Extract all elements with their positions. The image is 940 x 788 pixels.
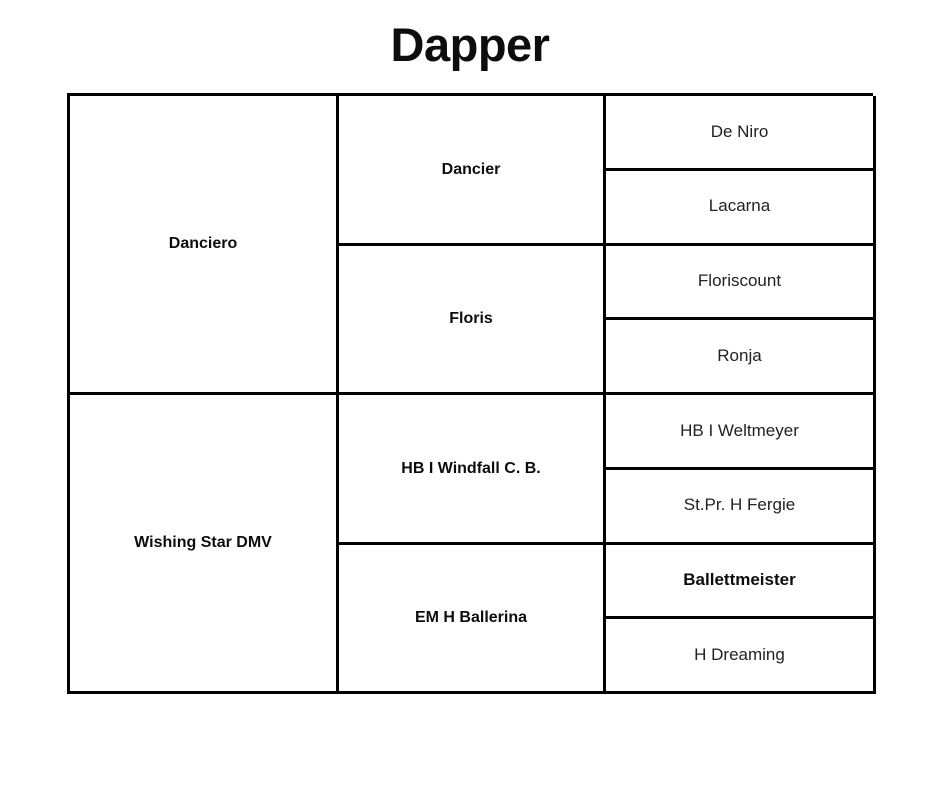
pedigree-cell-gen2-3[interactable]: EM H Ballerina <box>339 544 606 694</box>
pedigree-cell-gen2-2[interactable]: HB I Windfall C. B. <box>339 395 606 545</box>
pedigree-cell-gen3-2[interactable]: Floriscount <box>606 245 876 321</box>
pedigree-table: Danciero Wishing Star DMV Dancier Floris… <box>67 93 876 694</box>
pedigree-cell-gen1-0[interactable]: Danciero <box>70 96 339 395</box>
pedigree-name: Ronja <box>717 345 762 365</box>
pedigree-cell-gen3-3[interactable]: Ronja <box>606 320 876 395</box>
pedigree-name: Danciero <box>168 235 238 253</box>
pedigree-column-generation-3: De Niro Lacarna Floriscount Ronja HB I W… <box>606 96 876 694</box>
pedigree-name: H Dreaming <box>694 644 785 664</box>
pedigree-cell-gen3-7[interactable]: H Dreaming <box>606 619 876 694</box>
pedigree-name: Lacarna <box>708 196 771 216</box>
pedigree-name: St.Pr. H Fergie <box>683 495 796 515</box>
pedigree-cell-gen2-0[interactable]: Dancier <box>339 96 606 246</box>
pedigree-cell-gen3-1[interactable]: Lacarna <box>606 170 876 246</box>
pedigree-cell-gen3-4[interactable]: HB I Weltmeyer <box>606 395 876 470</box>
pedigree-column-generation-1: Danciero Wishing Star DMV <box>70 96 339 694</box>
pedigree-name: Wishing Star DMV <box>134 534 272 552</box>
pedigree-name: Floriscount <box>697 271 782 291</box>
pedigree-name: Dancier <box>441 160 501 178</box>
pedigree-name: HB I Windfall C. B. <box>401 459 541 477</box>
pedigree-name: EM H Ballerina <box>414 609 528 627</box>
pedigree-cell-gen3-0[interactable]: De Niro <box>606 96 876 171</box>
pedigree-cell-gen3-5[interactable]: St.Pr. H Fergie <box>606 469 876 545</box>
pedigree-name: Ballettmeister <box>683 570 796 590</box>
pedigree-cell-gen2-1[interactable]: Floris <box>339 245 606 395</box>
pedigree-cell-gen1-1[interactable]: Wishing Star DMV <box>70 395 339 694</box>
pedigree-cell-gen3-6[interactable]: Ballettmeister <box>606 544 876 620</box>
pedigree-column-generation-2: Dancier Floris HB I Windfall C. B. EM H … <box>339 96 606 694</box>
pedigree-name: De Niro <box>710 121 769 141</box>
pedigree-name: HB I Weltmeyer <box>680 420 799 440</box>
pedigree-name: Floris <box>449 310 493 328</box>
page-title: Dapper <box>390 18 550 71</box>
